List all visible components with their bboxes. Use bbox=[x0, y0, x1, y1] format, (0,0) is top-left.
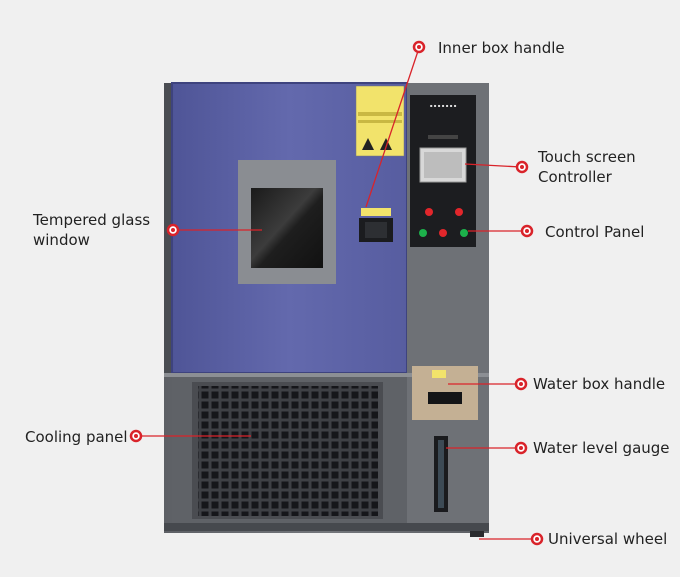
universal-wheel bbox=[470, 531, 484, 537]
label-tempered-glass-line2: window bbox=[33, 231, 90, 249]
label-tempered-glass-line1: Tempered glass bbox=[33, 211, 151, 229]
water-box-handle bbox=[428, 392, 462, 404]
label-water-level-gauge: Water level gauge bbox=[533, 439, 670, 457]
indicator-light-red-2 bbox=[455, 208, 463, 216]
label-touch-screen-line2: Controller bbox=[538, 168, 612, 186]
label-tempered-glass-window: Tempered glass window bbox=[33, 210, 150, 250]
cabinet-base bbox=[164, 523, 489, 531]
label-universal-wheel: Universal wheel bbox=[548, 530, 668, 548]
label-touch-screen-line1: Touch screen bbox=[538, 148, 636, 166]
red-button bbox=[439, 229, 447, 237]
label-inner-box-handle: Inner box handle bbox=[438, 39, 565, 57]
handle-label bbox=[361, 208, 391, 216]
green-button-2 bbox=[460, 229, 468, 237]
tempered-glass-window bbox=[251, 188, 323, 268]
label-touch-screen-controller: Touch screen Controller bbox=[538, 147, 636, 187]
label-water-box-handle: Water box handle bbox=[533, 375, 666, 393]
label-control-panel: Control Panel bbox=[545, 223, 645, 241]
callout-line-inner-box-handle bbox=[365, 47, 420, 208]
green-button-1 bbox=[419, 229, 427, 237]
label-cooling-panel: Cooling panel bbox=[25, 428, 128, 446]
indicator-light-red-1 bbox=[425, 208, 433, 216]
cooling-panel-grille bbox=[198, 386, 378, 516]
callout-line-touch-screen bbox=[464, 163, 522, 168]
svg-text:▪ ▪ ▪ ▪ ▪ ▪ ▪: ▪ ▪ ▪ ▪ ▪ ▪ ▪ bbox=[430, 103, 457, 108]
